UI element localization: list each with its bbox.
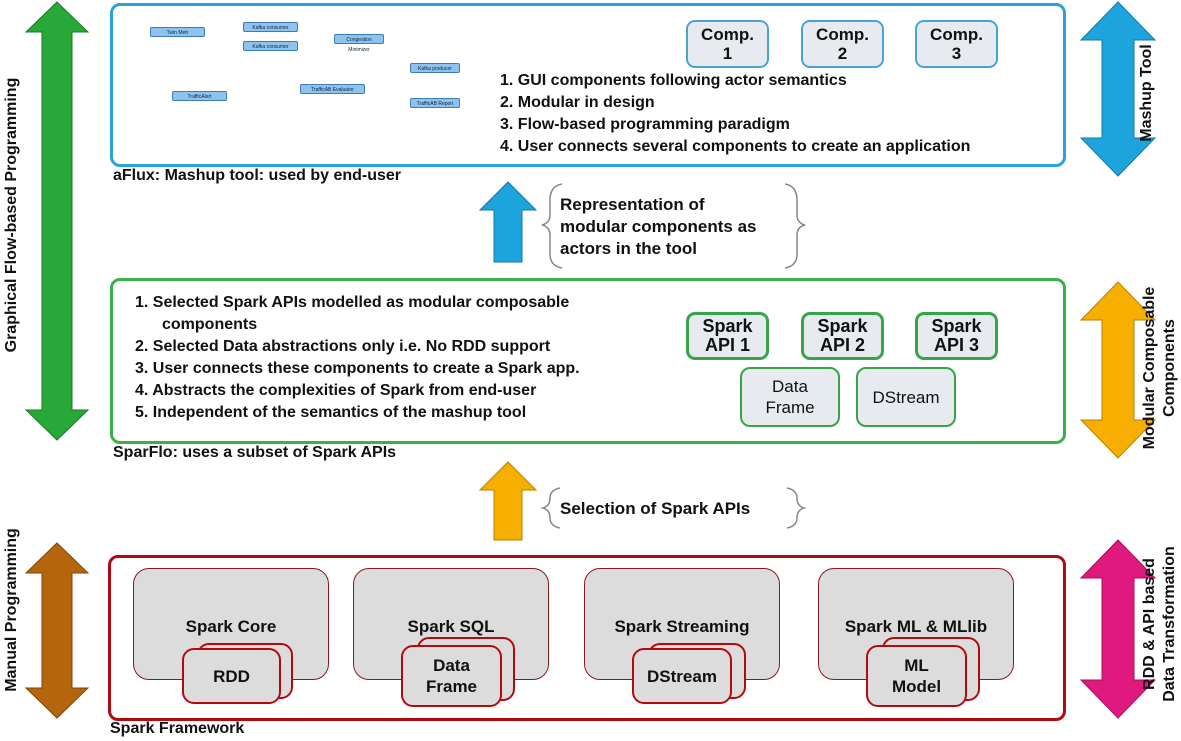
aflux-feature-list: 1. GUI components following actor semant… — [500, 70, 970, 158]
rdd-api-line2: Data Transformation — [1161, 546, 1178, 702]
rdd-card: RDD — [182, 648, 281, 704]
representation-line3: actors in the tool — [560, 239, 697, 258]
selection-callout: Selection of Spark APIs — [560, 499, 751, 518]
spark-core-title: Spark Core — [185, 617, 277, 636]
comp-3-line1: Comp. — [930, 25, 983, 44]
aflux-feature-item: 1. GUI components following actor semant… — [500, 72, 847, 89]
representation-callout: Representation of modular components as … — [560, 194, 756, 260]
mashup-double-arrow — [1079, 1, 1157, 177]
dstream-card: DStream — [632, 648, 732, 704]
mashup-tool-label: Mashup Tool — [1138, 44, 1155, 142]
spark-api-3-line1: Spark — [931, 316, 982, 336]
selection-up-arrow — [478, 461, 538, 541]
sparflo-feature-item: 5. Independent of the semantics of the m… — [135, 404, 527, 421]
flow-node: TrafficAB Evaluator — [300, 84, 365, 94]
aflux-feature-item: 2. Modular in design — [500, 94, 655, 111]
comp-3-line2: 3 — [951, 44, 962, 63]
spark-ml-title: Spark ML & MLlib — [844, 617, 988, 636]
dataframe-line2: Frame — [765, 398, 815, 417]
spark-api-2-line2: API 2 — [819, 335, 866, 355]
sparflo-label: SparFlo: uses a subset of Spark APIs — [113, 444, 397, 461]
spark-framework-label: Spark Framework — [110, 720, 245, 737]
sparflo-feature-list: 1. Selected Spark APIs modelled as modul… — [135, 292, 580, 424]
modular-composable-line2: Components — [1161, 319, 1178, 417]
aflux-feature-item: 3. Flow-based programming paradigm — [500, 116, 790, 133]
rdd-card-line1: RDD — [213, 666, 250, 686]
modular-composable-line1: Modular Composable — [1141, 286, 1158, 450]
rdd-double-arrow — [1079, 539, 1157, 719]
spark-streaming-title: Spark Streaming — [614, 617, 750, 636]
flow-node: Kafka consumer — [243, 22, 298, 32]
sparflo-feature-item: 2. Selected Data abstractions only i.e. … — [135, 338, 551, 355]
representation-line1: Representation of — [560, 195, 705, 214]
spark-sql-title: Spark SQL — [407, 617, 495, 636]
comp-2-box: Comp.2 — [801, 20, 884, 68]
sparflo-feature-item: 3. User connects these components to cre… — [135, 360, 580, 377]
ml-model-card: ML Model — [866, 645, 967, 707]
ml-model-card-line2: Model — [891, 677, 942, 696]
spark-streaming-box: Spark Streaming — [584, 568, 780, 680]
ml-model-card-line1: ML — [904, 656, 929, 675]
dstream-abstraction-box: DStream — [856, 367, 956, 427]
manual-programming-label: Manual Programming — [3, 528, 20, 692]
spark-api-1-line2: API 1 — [704, 335, 751, 355]
dataframe-line1: Data — [772, 377, 808, 396]
flow-node: Twin Metr — [150, 27, 205, 37]
dstream-card-line1: DStream — [647, 666, 717, 686]
spark-api-3-line2: API 3 — [933, 335, 980, 355]
modular-double-arrow — [1079, 281, 1157, 459]
flow-node: Congestion Minimizer — [334, 34, 384, 53]
comp-2-line2: 2 — [837, 44, 848, 63]
aflux-feature-item: 4. User connects several components to c… — [500, 138, 971, 155]
flow-node: TrafficAB Report — [410, 98, 460, 108]
dstream-line1: DStream — [872, 387, 940, 407]
spark-api-2-line1: Spark — [817, 316, 868, 336]
dataframe-card-line2: Frame — [425, 677, 478, 696]
left-brace-top — [541, 183, 563, 269]
modular-composable-label: Modular Composable Components — [1140, 287, 1180, 450]
rdd-api-line1: RDD & API based — [1141, 558, 1158, 690]
aflux-label: aFlux: Mashup tool: used by end-user — [113, 167, 402, 184]
right-brace-bottom — [786, 487, 807, 529]
sparflo-feature-item: components — [162, 316, 258, 333]
graphical-flow-label: Graphical Flow-based Programming — [3, 77, 20, 353]
manual-double-arrow — [24, 542, 90, 719]
right-brace-top — [784, 183, 806, 269]
sparflo-feature-item: 4. Abstracts the complexities of Spark f… — [135, 382, 537, 399]
dataframe-card-line1: Data — [433, 656, 470, 675]
spark-api-1-line1: Spark — [702, 316, 753, 336]
left-brace-bottom — [540, 487, 561, 529]
comp-2-line1: Comp. — [816, 25, 869, 44]
representation-line2: modular components as — [560, 217, 757, 236]
representation-up-arrow — [478, 181, 538, 263]
flow-node: Kafka consumer — [243, 41, 298, 51]
flow-node: Kafka producer — [410, 63, 460, 73]
comp-1-box: Comp.1 — [686, 20, 769, 68]
graphical-double-arrow — [24, 1, 90, 441]
comp-3-box: Comp.3 — [915, 20, 998, 68]
comp-1-line1: Comp. — [701, 25, 754, 44]
rdd-api-label: RDD & API based Data Transformation — [1140, 546, 1180, 702]
flow-node: TrafficAlert — [172, 91, 227, 101]
sparflo-feature-item: 1. Selected Spark APIs modelled as modul… — [135, 294, 570, 311]
comp-1-line2: 1 — [722, 44, 733, 63]
